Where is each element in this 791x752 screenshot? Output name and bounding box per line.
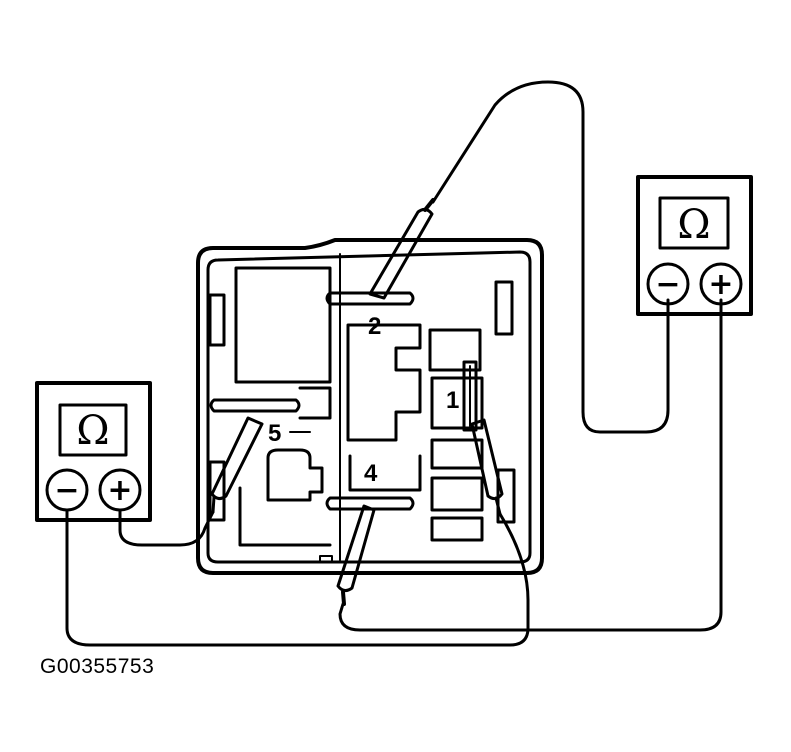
ohmmeter-right-display: [658, 196, 730, 250]
ohmmeter-left: Ω − +: [35, 381, 152, 522]
terminal-blades: [209, 291, 478, 511]
minus-icon: −: [655, 267, 680, 302]
ohmmeter-left-negative-jack: [45, 468, 89, 512]
ohmmeter-left-display: [58, 403, 128, 457]
test-leads: [65, 80, 723, 647]
terminal-4-label: 4: [364, 460, 378, 487]
terminal-4-blade: [325, 496, 415, 511]
plus-icon: +: [708, 267, 733, 302]
terminal-2-label: 2: [368, 313, 381, 340]
ohm-symbol-left: Ω: [76, 408, 109, 454]
lead-right-positive-to-terminal-4: [338, 298, 723, 632]
probe-terminal-4: [336, 504, 376, 606]
probe-terminal-1: [470, 418, 504, 516]
lead-left-negative-to-terminal-1: [65, 508, 530, 647]
terminal-5-label: 5: [268, 420, 281, 447]
terminal-1-label: 1: [446, 387, 459, 414]
ohmmeter-right-negative-jack: [646, 262, 690, 306]
lead-right-negative-to-terminal-2: [431, 80, 670, 434]
relay-base: [196, 238, 544, 575]
ohm-symbol-right: Ω: [677, 202, 710, 248]
terminal-1-blade: [462, 360, 478, 432]
minus-icon: −: [54, 473, 79, 508]
figure-id: G00355753: [40, 655, 155, 678]
lead-left-positive-to-terminal-5: [118, 508, 215, 547]
ohmmeter-left-positive-jack: [98, 468, 142, 512]
relay-internal-cavities: [234, 266, 484, 547]
plus-icon: +: [107, 473, 132, 508]
probe-terminal-2: [368, 198, 435, 300]
terminal-5-blade: [209, 398, 301, 413]
terminal-2-blade: [325, 291, 415, 306]
ohmmeter-right-positive-jack: [699, 262, 743, 306]
ohmmeter-right: Ω − +: [636, 175, 753, 316]
probe-terminal-5: [210, 416, 264, 514]
